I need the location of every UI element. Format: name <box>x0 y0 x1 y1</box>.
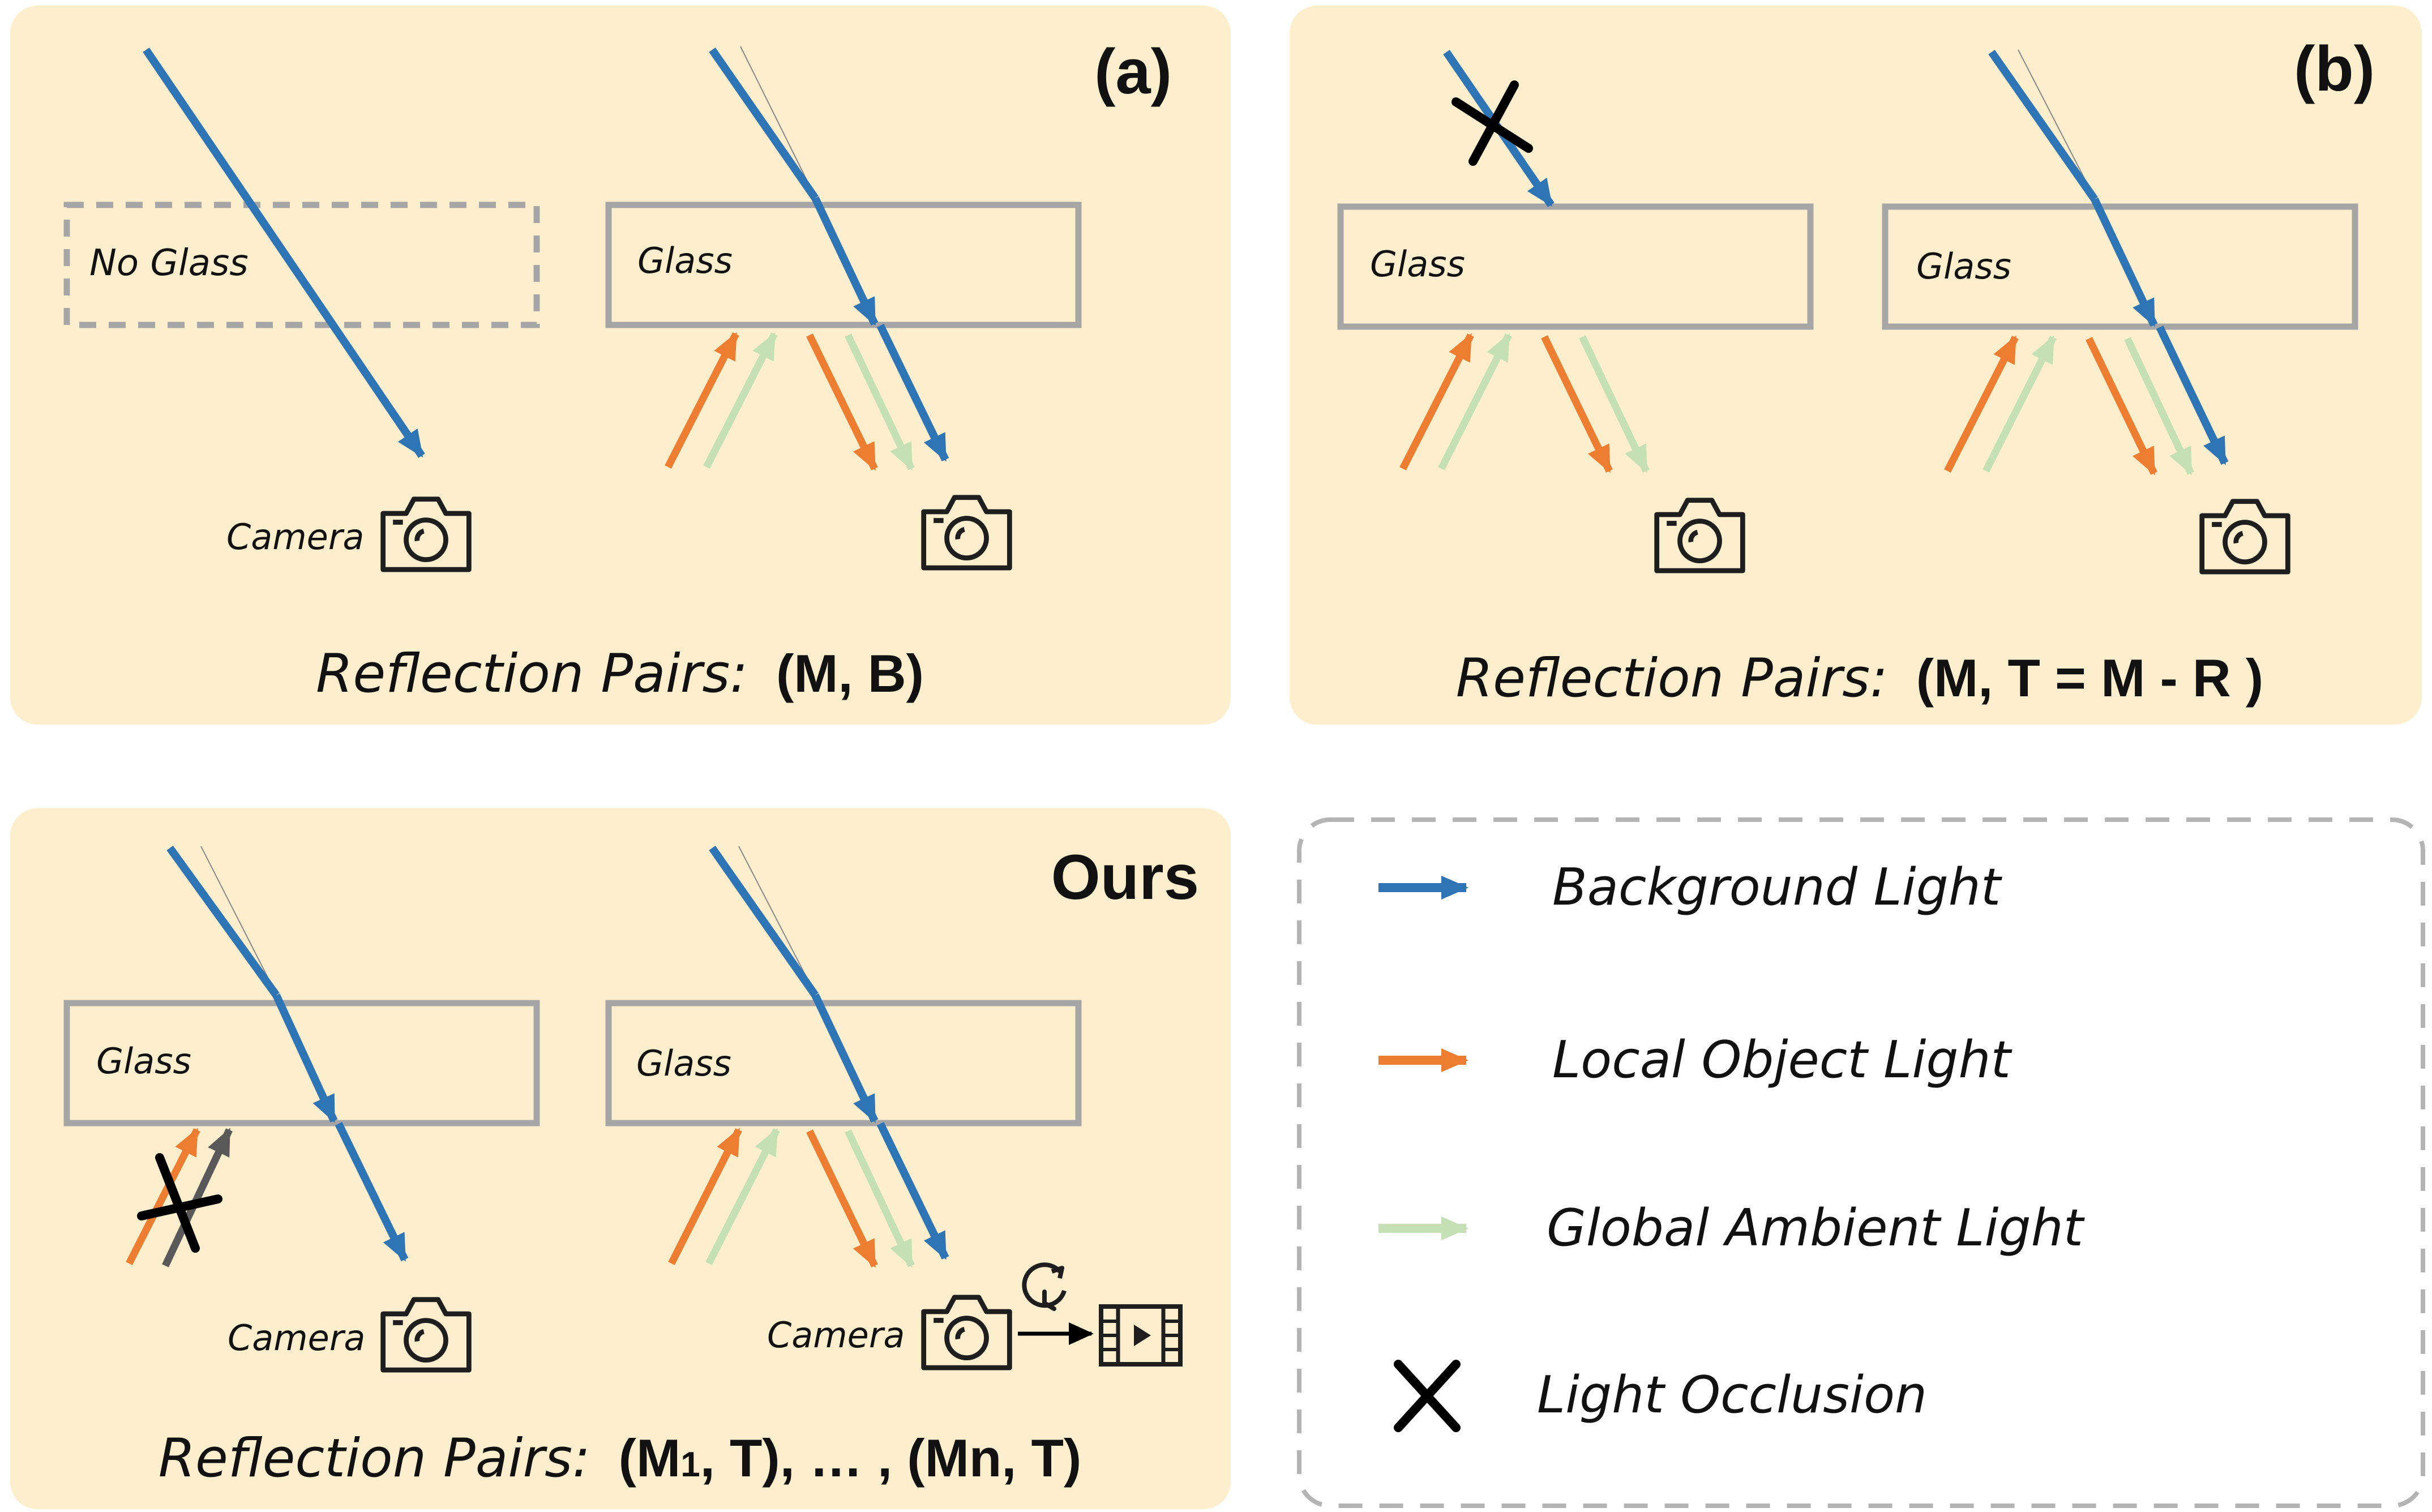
panel-b-reflection-pairs: Reflection Pairs: (M, T = M - R ) <box>1456 648 2263 709</box>
glass-label: Glass <box>636 1043 731 1084</box>
reflected-thin-ray <box>738 846 816 995</box>
panel-b-background <box>1290 6 2422 725</box>
legend-item-light-occlusion: Light Occlusion <box>1394 1360 1927 1432</box>
background-light-ray <box>143 48 425 458</box>
local-object-light-ray-in <box>126 1128 200 1265</box>
panel-ours-background <box>10 808 1231 1509</box>
glass-box <box>605 1000 1082 1126</box>
background-light-ray-refracted <box>2091 198 2158 327</box>
glass-box <box>63 1000 540 1126</box>
global-ambient-light-ray-out <box>845 333 915 471</box>
panel-ours-reflection-pairs: Reflection Pairs: (M1, T), … , (Mn, T) <box>159 1428 1082 1489</box>
global-ambient-light-ray-in <box>703 332 778 469</box>
panel-ours: Ours Glass Camera Glass Camera <box>10 808 1231 1509</box>
background-light-ray-incident <box>166 845 280 998</box>
x-mark-icon <box>1394 1360 1461 1432</box>
background-light-ray-exit <box>335 1121 409 1262</box>
local-object-light-ray-out <box>1541 335 1613 473</box>
local-object-light-ray-in <box>668 1128 742 1265</box>
background-light-ray-refracted <box>811 993 879 1123</box>
timer-icon <box>1022 1262 1067 1311</box>
local-object-light-ray-in <box>665 332 739 469</box>
background-light-ray-incident <box>709 48 819 200</box>
local-object-light-ray-out <box>806 1129 878 1268</box>
local-object-light-ray-in <box>1944 335 2019 473</box>
reflected-thin-ray <box>2018 49 2095 199</box>
camera-label: Camera <box>767 1314 905 1356</box>
legend-item-global-ambient-light: Global Ambient Light <box>1378 1198 2086 1258</box>
legend-box <box>1297 817 2425 1508</box>
background-light-ray-exit <box>876 1121 949 1260</box>
legend-label: Global Ambient Light <box>1547 1198 2086 1258</box>
glass-label: Glass <box>96 1040 191 1082</box>
glass-box <box>1337 203 1814 330</box>
legend-item-background-light: Background Light <box>1378 858 2003 917</box>
panel-a-reflection-pairs: Reflection Pairs: (M, B) <box>316 643 924 705</box>
light-occlusion-mark <box>137 1153 222 1253</box>
legend-label: Local Object Light <box>1552 1030 2013 1090</box>
panel-b: (b) Glass Glass Reflection Pairs: (M, T … <box>1290 6 2422 725</box>
legend-label: Background Light <box>1552 858 2003 917</box>
panel-ours-tag: Ours <box>1051 842 1199 913</box>
camera-label: Camera <box>228 1317 365 1359</box>
reflected-thin-ray <box>740 46 816 198</box>
global-ambient-light-ray-in <box>705 1128 780 1265</box>
no-glass-label: No Glass <box>89 242 249 284</box>
no-glass-box <box>63 202 540 328</box>
occluded-light-ray <box>162 1128 233 1267</box>
reflected-thin-ray <box>200 846 277 995</box>
legend: Background Light Local Object Light Glob… <box>1297 817 2425 1508</box>
panel-a: (a) No Glass Camera Glass Reflection Pai… <box>10 6 1231 725</box>
panel-b-tag: (b) <box>2294 33 2375 104</box>
local-object-light-ray-out <box>806 333 878 471</box>
local-object-light-ray-out <box>2086 337 2157 476</box>
local-object-light-ray-in <box>1399 333 1474 470</box>
camera-label: Camera <box>226 516 364 558</box>
global-ambient-light-ray-in <box>1438 333 1512 470</box>
glass-box <box>1882 203 2358 330</box>
background-light-ray-incident <box>709 845 819 998</box>
legend-item-local-object-light: Local Object Light <box>1378 1030 2013 1090</box>
background-light-ray-exit <box>2156 325 2229 465</box>
glass-label: Glass <box>1370 243 1465 285</box>
global-ambient-light-ray-out <box>1579 335 1650 473</box>
legend-label: Light Occlusion <box>1537 1365 1927 1425</box>
glass-label: Glass <box>637 240 733 281</box>
global-ambient-light-ray-out <box>845 1129 915 1268</box>
global-ambient-light-ray-out <box>2124 337 2194 476</box>
background-light-ray-exit <box>876 323 949 462</box>
light-occlusion-mark <box>1452 80 1533 166</box>
background-light-ray-refracted <box>811 196 879 326</box>
glass-label: Glass <box>1916 246 2011 287</box>
panel-a-tag: (a) <box>1094 36 1172 107</box>
background-light-ray-incident <box>1988 49 2098 202</box>
video-icon <box>1099 1304 1183 1367</box>
background-light-ray-refracted <box>272 993 338 1123</box>
glass-box <box>605 202 1082 328</box>
global-ambient-light-ray-in <box>1983 335 2057 473</box>
